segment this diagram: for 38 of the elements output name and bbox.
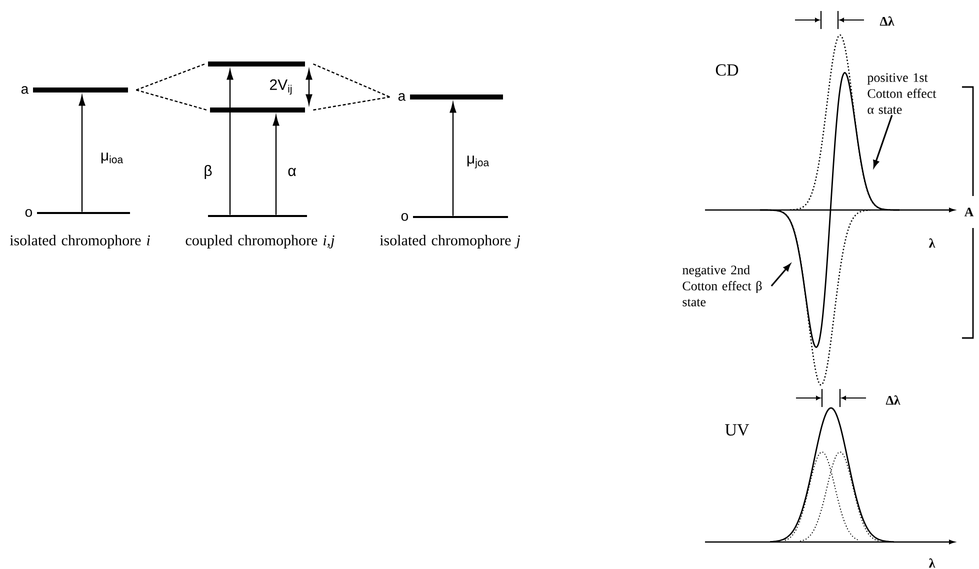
leader-line: [873, 114, 893, 168]
energy-level: [210, 108, 305, 112]
transition-arrow: [226, 70, 234, 215]
energy-level: a: [398, 93, 503, 101]
spectrum-label: UV: [725, 424, 750, 436]
node-label: a: [398, 93, 406, 101]
energy-level: [208, 62, 305, 66]
transition-arrow: [78, 96, 86, 212]
axis-label: λ: [928, 237, 936, 249]
annotation-text: negative 2nd Cotton effect β state: [682, 265, 762, 306]
node-label: isolated chromophore i: [10, 234, 150, 248]
node-label: o: [25, 209, 32, 217]
edge-label: α: [288, 168, 296, 176]
energy-level: o: [401, 213, 508, 221]
dashed-line: [136, 63, 206, 91]
axis-label: Δλ: [884, 394, 902, 406]
axis-label: A: [963, 206, 975, 218]
node-label: o: [401, 213, 408, 221]
axis-label: λ: [928, 557, 936, 569]
edge-label: μ$_{joa}$: [467, 156, 490, 168]
axis-label: Δλ: [878, 15, 896, 27]
annotation-text: positive 1st Cotton effect α state: [867, 73, 936, 114]
transition-arrow: [450, 102, 456, 216]
dashed-line: [312, 63, 390, 98]
transition-arrow: [272, 116, 280, 215]
dashed-line: [313, 96, 390, 111]
edge-label: 2V$_{ij}$: [270, 79, 292, 95]
energy-level: o: [25, 209, 130, 217]
node-label: coupled chromophore i,j: [186, 234, 334, 248]
spectrum-label: CD: [716, 64, 738, 76]
node-label: a: [21, 86, 29, 94]
dashed-line: [136, 89, 207, 111]
node-label: isolated chromophore j: [380, 234, 520, 248]
edge-label: μ$_{ioa}$: [101, 152, 124, 164]
energy-level: a: [21, 86, 128, 94]
edge-label: β: [204, 165, 212, 179]
double-arrow: [306, 70, 312, 104]
leader-line: [770, 264, 790, 287]
